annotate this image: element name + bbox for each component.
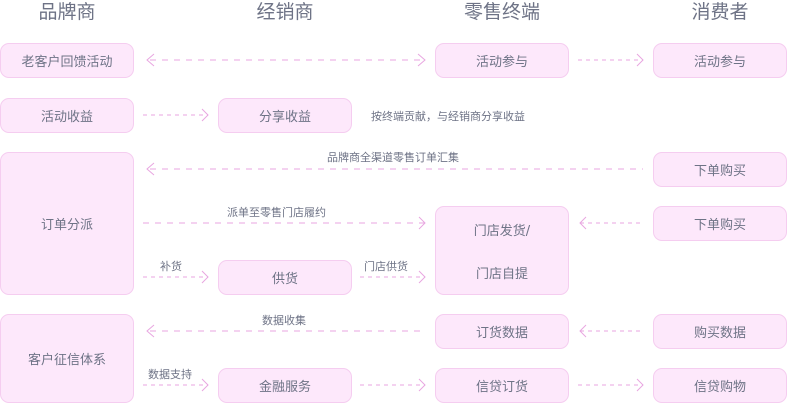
box-consumer-order2: 下单购买 [653, 206, 787, 241]
box-label: 金融服务 [258, 380, 311, 395]
column-title-dealer: 经销商 [256, 1, 314, 23]
box-label: 老客户回馈活动 [21, 55, 113, 70]
box-dealer-share: 分享收益 [218, 98, 352, 133]
box-label: 购买数据 [693, 326, 746, 341]
box-label: 活动参与 [693, 55, 746, 70]
box-brand-dispatch: 订单分派 [0, 152, 134, 295]
column-title-brand: 品牌商 [38, 1, 96, 23]
label-restock: 补货 [160, 260, 182, 273]
box-label: 供货 [271, 272, 298, 287]
box-label: 信贷购物 [693, 380, 746, 395]
arrow-head-right [417, 53, 426, 67]
box-label: 下单购买 [693, 164, 746, 179]
arrow-head-left [146, 53, 155, 67]
box-label: 门店发货/ [473, 223, 531, 239]
box-brand-revenue: 活动收益 [0, 98, 134, 133]
column-title-retail: 零售终端 [463, 1, 540, 23]
box-retail-fulfill: 门店发货/ 门店自提 [435, 206, 569, 295]
label-share-note: 按终端贡献，与经销商分享收益 [371, 110, 525, 123]
column-title-consumer: 消费者 [691, 1, 749, 23]
label-data-collect: 数据收集 [262, 314, 306, 327]
box-label: 活动收益 [40, 110, 93, 125]
box-consumer-purchasedata: 购买数据 [653, 314, 787, 349]
label-data-support: 数据支持 [148, 368, 192, 381]
label-dispatch: 派单至零售门店履约 [227, 206, 326, 219]
box-consumer-order1: 下单购买 [653, 152, 787, 187]
box-label: 订货数据 [475, 326, 528, 341]
box-consumer-credit: 信贷购物 [653, 368, 787, 403]
box-label: 活动参与 [475, 55, 528, 70]
label-store-supply: 门店供货 [364, 260, 408, 273]
box-label: 门店自提 [475, 266, 528, 282]
box-label: 客户征信体系 [27, 353, 106, 368]
box-label: 分享收益 [258, 110, 311, 125]
box-label: 信贷订货 [475, 380, 528, 395]
box-dealer-supply: 供货 [218, 260, 352, 295]
box-brand-credit: 客户征信体系 [0, 314, 134, 403]
box-label: 下单购买 [693, 218, 746, 233]
box-dealer-finance: 金融服务 [218, 368, 352, 403]
box-retail-activity: 活动参与 [435, 43, 569, 78]
box-label: 订单分派 [40, 218, 93, 233]
box-retail-credit: 信贷订货 [435, 368, 569, 403]
box-consumer-activity: 活动参与 [653, 43, 787, 78]
box-retail-orderdata: 订货数据 [435, 314, 569, 349]
label-aggregate: 品牌商全渠道零售订单汇集 [327, 151, 459, 164]
box-brand-feedback: 老客户回馈活动 [0, 43, 134, 78]
